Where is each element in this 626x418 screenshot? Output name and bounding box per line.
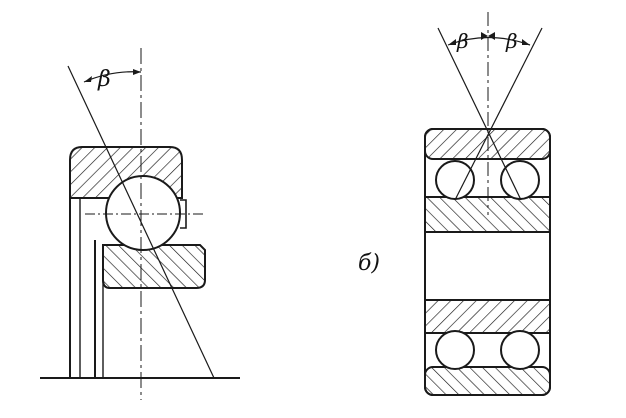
left-beta-label: β (97, 67, 111, 92)
right-beta-label-1: β (456, 29, 469, 53)
angle-arc (83, 71, 142, 83)
ball-bottom-right (500, 330, 540, 370)
right-beta-label-2: β (505, 29, 518, 53)
ball-top-right (500, 160, 540, 200)
panel-b-label: б) (358, 251, 380, 276)
single-row-bearing: β (40, 48, 240, 400)
contact-line-right (454, 27, 543, 201)
inner-ring-bottom (424, 299, 551, 334)
angle-arc (447, 36, 531, 46)
inner-ring (102, 244, 206, 289)
shoulder (180, 199, 187, 229)
ball (105, 175, 181, 251)
ball-top-left (435, 160, 475, 200)
contact-line-left (437, 27, 522, 201)
outer-ring-bottom (424, 366, 551, 396)
contact-line (67, 65, 215, 379)
ball-bottom-left (435, 330, 475, 370)
double-row-bearing: β β (424, 12, 551, 396)
